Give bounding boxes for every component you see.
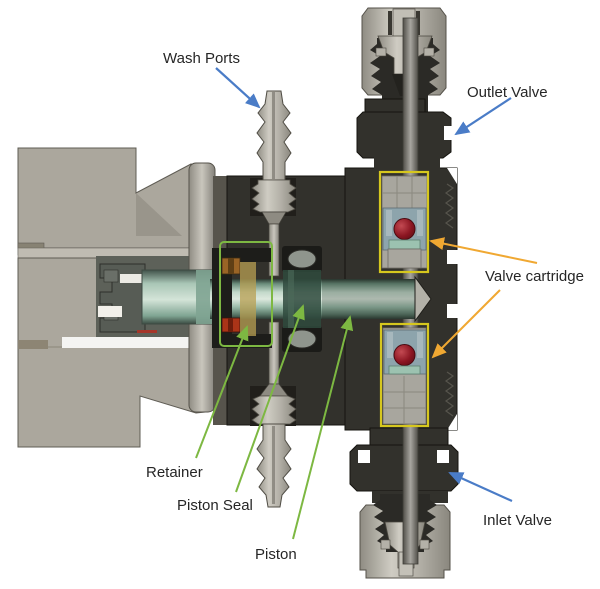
piston-big-end-cap (196, 270, 212, 324)
piston-tip-cone (414, 275, 432, 323)
label-piston-seal: Piston Seal (177, 497, 253, 514)
cartridge-upper-gasket (388, 239, 421, 250)
housing-notch-lower (447, 304, 459, 318)
outlet-hex-groove (444, 126, 456, 140)
inlet-hex-groove-left (358, 450, 370, 463)
bracket-highlight-bottom (98, 306, 122, 317)
seal-nut-top (287, 249, 317, 269)
inlet-hex-groove-right (437, 450, 449, 463)
housing-thread-serration-lower (444, 371, 455, 417)
amber-ring-stripe (228, 258, 234, 274)
seat-slot (417, 332, 423, 358)
retainer-gold-band (240, 262, 256, 336)
wash-port-bottom (251, 321, 297, 508)
port-center-line (272, 92, 275, 179)
seat-slot (386, 210, 392, 236)
piston-seal-assembly (282, 246, 322, 352)
outlet-stub-slot-left (388, 11, 392, 35)
bracket-highlight-top (120, 274, 142, 283)
check-ball-lower (393, 344, 416, 366)
seat-slot (417, 210, 423, 236)
leader-arrows (195, 67, 538, 540)
wash-port-top (251, 90, 297, 277)
label-outlet-valve: Outlet Valve (467, 84, 548, 101)
housing-notch-upper (447, 250, 459, 264)
wash-port-top-thread (251, 179, 297, 213)
red-ring-stripe (228, 318, 233, 332)
label-retainer: Retainer (146, 464, 203, 481)
arrow-wash-ports (215, 67, 261, 109)
arrow-valve-cartridge-lower (431, 289, 501, 359)
pump-body-chamfer-face (136, 193, 182, 236)
valve-cartridge-lower (382, 327, 427, 425)
port-center-line (272, 426, 275, 504)
seal-nut-bottom (287, 329, 317, 349)
arrow-valve-cartridge-upper (429, 237, 538, 264)
wash-port-bottom-thread (251, 395, 297, 425)
arrow-outlet-valve (454, 97, 512, 136)
seal-ring-highlight (288, 270, 294, 328)
label-wash-ports: Wash Ports (163, 50, 240, 67)
label-piston: Piston (255, 546, 297, 563)
cartridge-lower-gasket (388, 365, 421, 375)
highlight-box-retainer (219, 241, 273, 347)
cavity-gap-highlight (62, 337, 214, 348)
arrow-piston-seal (235, 304, 305, 493)
seat-slot (387, 332, 393, 358)
check-ball-upper (393, 218, 416, 240)
valve-cartridge-upper (381, 175, 428, 269)
piston-chamber-shade (322, 279, 416, 319)
arrow-piston (292, 315, 354, 540)
housing-top-bevel (447, 168, 457, 184)
highlight-box-cartridge-upper (378, 170, 430, 274)
inlet-collet-wing-right (419, 539, 430, 550)
collet-wing-left (375, 47, 387, 57)
label-valve-cartridge: Valve cartridge (485, 268, 584, 285)
highlight-box-cartridge-lower (379, 322, 430, 428)
housing-bottom-bevel (447, 414, 457, 430)
cartridge-upper-base (387, 248, 422, 269)
red-stripe (137, 330, 157, 333)
diagram-labels: Wash Ports Outlet Valve Valve cartridge … (146, 50, 584, 563)
arrow-inlet-valve (448, 471, 513, 503)
housing-thread-serration-upper (444, 183, 455, 229)
label-inlet-valve: Inlet Valve (483, 512, 552, 529)
collet-wing-right (423, 47, 435, 57)
pump-body-lower-tab (18, 340, 48, 349)
inlet-collet-wing-left (380, 539, 391, 550)
arrow-retainer (195, 325, 249, 459)
bracket-nub-top (103, 269, 119, 283)
